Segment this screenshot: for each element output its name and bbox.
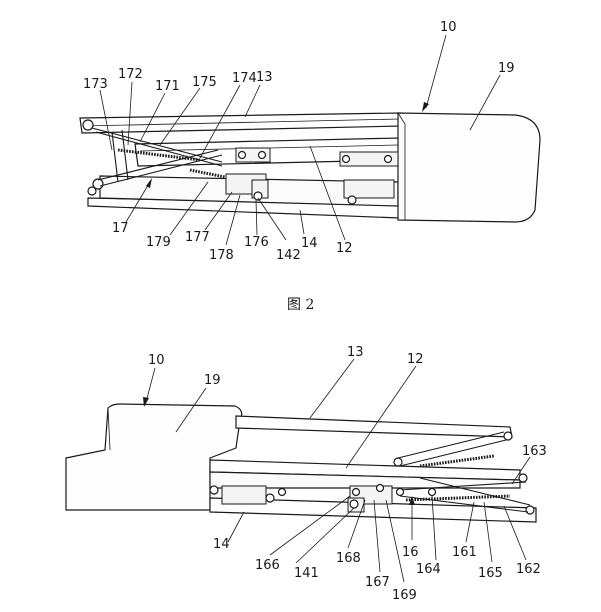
figure-2-drawing — [79, 112, 541, 223]
fig2-label-177: 177 — [185, 230, 210, 245]
fig2-label-142: 142 — [276, 248, 301, 263]
fig3-label-163: 163 — [522, 444, 547, 459]
fig2-label-175: 175 — [192, 75, 217, 90]
fig2-label-12: 12 — [336, 241, 353, 256]
fig3-label-164: 164 — [416, 562, 441, 577]
fig3-label-166: 166 — [255, 558, 280, 573]
fig2-label-176: 176 — [244, 235, 269, 250]
fig2-label-17: 17 — [112, 221, 129, 236]
fig2-label-178: 178 — [209, 248, 234, 263]
fig3-label-141: 141 — [294, 566, 319, 581]
fig2-label-179: 179 — [146, 235, 171, 250]
fig3-label-16: 16 — [402, 545, 419, 560]
fig3-label-14: 14 — [213, 537, 230, 552]
fig3-label-10: 10 — [148, 353, 165, 368]
figure-2-leaders — [99, 34, 501, 246]
fig2-label-172: 172 — [118, 67, 143, 82]
fig2-label-19: 19 — [498, 61, 515, 76]
fig2-label-13: 13 — [256, 70, 273, 85]
fig3-label-13: 13 — [347, 345, 364, 360]
fig3-label-12: 12 — [407, 352, 424, 367]
fig2-label-174: 174 — [232, 71, 257, 86]
fig3-label-169: 169 — [392, 588, 417, 603]
fig2-label-173: 173 — [83, 77, 108, 92]
figure-3-leaders — [143, 358, 531, 583]
fig3-label-161: 161 — [452, 545, 477, 560]
figure-3-drawing — [65, 403, 537, 523]
fig3-label-19: 19 — [204, 373, 221, 388]
fig3-label-168: 168 — [336, 551, 361, 566]
fig3-label-162: 162 — [516, 562, 541, 577]
fig2-label-171: 171 — [155, 79, 180, 94]
fig2-caption: 图 2 — [287, 297, 314, 313]
fig2-label-10: 10 — [440, 20, 457, 35]
fig3-label-167: 167 — [365, 575, 390, 590]
fig2-label-14: 14 — [301, 236, 318, 251]
fig3-label-165: 165 — [478, 566, 503, 581]
